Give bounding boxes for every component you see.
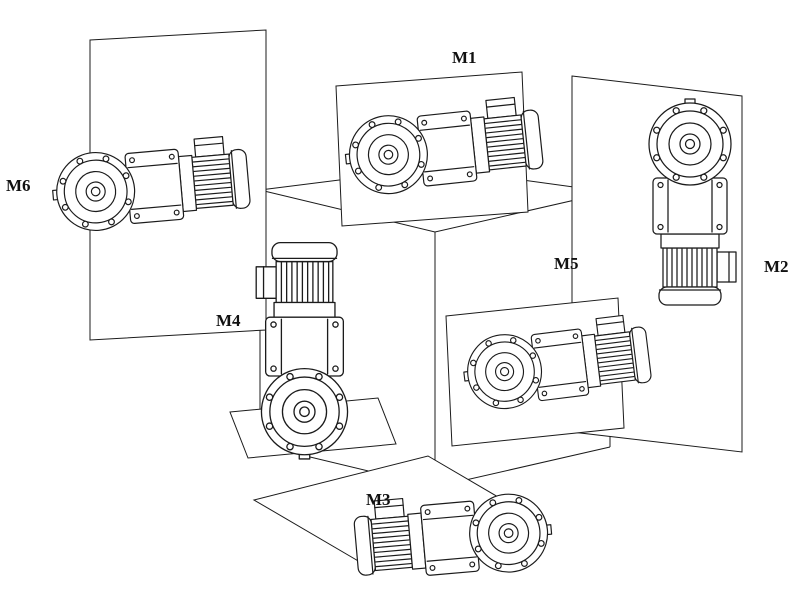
- label-m5: M5: [554, 254, 579, 273]
- label-m1: M1: [452, 48, 477, 67]
- mounting-planes: [89, 29, 743, 563]
- label-m2: M2: [764, 257, 789, 276]
- label-m3: M3: [366, 490, 391, 509]
- label-m4: M4: [216, 311, 241, 330]
- gearmotor-m4-drawing: [255, 241, 349, 460]
- label-m6: M6: [6, 176, 31, 195]
